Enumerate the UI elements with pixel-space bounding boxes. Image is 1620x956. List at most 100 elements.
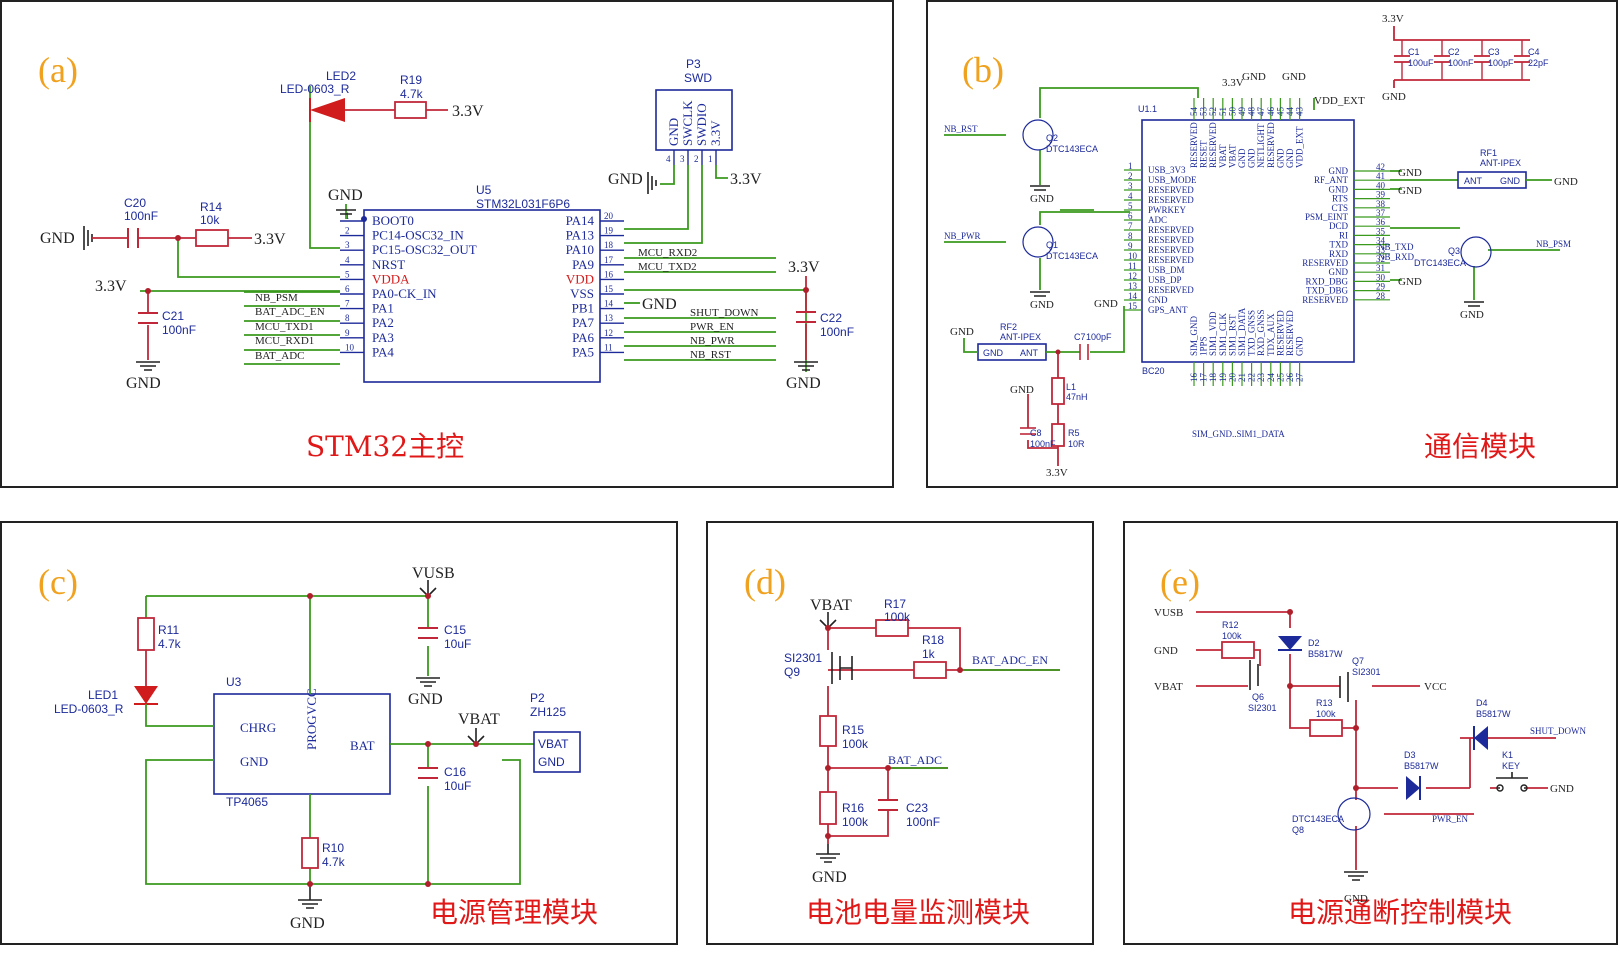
bc20-top-pin-num: 53 bbox=[1199, 107, 1209, 117]
rf2-ref: RF2 bbox=[1000, 322, 1017, 332]
p3-pin-name: SWCLK bbox=[680, 100, 695, 146]
sim-nets-label: SIM_GND..SIM1_DATA bbox=[1192, 429, 1285, 439]
bc20-left-pin-name: USB_3V3 bbox=[1148, 165, 1186, 175]
r19-resistor bbox=[394, 101, 427, 119]
q8-gnd-symbol bbox=[1344, 871, 1368, 881]
stm32-right-pin-num: 18 bbox=[604, 240, 614, 250]
d2-ref: D2 bbox=[1308, 638, 1320, 648]
bc20-top-pin-num: 43 bbox=[1295, 107, 1305, 117]
bc20-left-pin-num: 8 bbox=[1128, 231, 1133, 241]
bc20-top-pin-name: NETLIGHT bbox=[1256, 123, 1266, 168]
bc20-right-wires bbox=[1390, 170, 1458, 281]
bc20-bottom-pins: 16SIM_GND171PPS18SIM1_VDD19SIM1_CLK20SIM… bbox=[1189, 307, 1305, 386]
u3-pin-gnd: GND bbox=[240, 754, 268, 769]
k1-ref: K1 bbox=[1502, 750, 1513, 760]
r16-value: 100k bbox=[842, 815, 869, 829]
bc20-top-pin-name: GND bbox=[1237, 148, 1247, 168]
rf1-part: ANT-IPEX bbox=[1480, 158, 1521, 168]
d2-part: B5817W bbox=[1308, 649, 1343, 659]
stm32-left-pin-num: 6 bbox=[345, 284, 350, 294]
q6-part: SI2301 bbox=[1248, 703, 1277, 713]
rf1-pin-gnd: GND bbox=[1500, 176, 1521, 186]
tp4065-chip bbox=[213, 693, 391, 795]
stm32-right-pins: 20PA1419PA1318PA1017PA916VDD15VSS14PB113… bbox=[566, 211, 624, 359]
pin42-gnd-label: GND bbox=[1398, 167, 1422, 179]
led1-symbol bbox=[134, 686, 158, 704]
bc20-top-pin-name: GND bbox=[1275, 148, 1285, 168]
p3-gnd-symbol bbox=[647, 172, 657, 194]
stm32-left-pin-name: VDDA bbox=[372, 271, 410, 286]
c7-ref: C7 bbox=[1074, 332, 1086, 342]
bc20-left-pin-num: 2 bbox=[1128, 171, 1133, 181]
c-gnd-symbol bbox=[298, 884, 322, 909]
c8-value: 100nF bbox=[1030, 439, 1056, 449]
p3-pin-name: SWDIO bbox=[694, 103, 709, 146]
bc20-right-pin-name: RF_ANT bbox=[1314, 175, 1349, 185]
r13-value: 100k bbox=[1316, 709, 1336, 719]
bc20-left-pin-name: RESERVED bbox=[1148, 185, 1194, 195]
d3-ref: D3 bbox=[1404, 750, 1416, 760]
bc20-top-pin-name: RESET bbox=[1199, 140, 1209, 168]
nb-rxd-label: NB_RXD bbox=[1378, 252, 1415, 262]
panel-a-caption: STM32主控 bbox=[306, 430, 464, 463]
vdd-ext-label: VDD_EXT bbox=[1314, 95, 1365, 107]
bc20-bottom-pin-num: 17 bbox=[1199, 373, 1209, 383]
r17-value: 100k bbox=[884, 610, 911, 624]
q9-mosfet bbox=[831, 652, 853, 684]
p3-3v3-label: 3.3V bbox=[730, 171, 762, 188]
bc20-bottom-pin-name: GND bbox=[1295, 336, 1305, 356]
r12-resistor bbox=[1221, 641, 1255, 659]
r12-value: 100k bbox=[1222, 631, 1242, 641]
l1-r5-wires bbox=[1027, 352, 1059, 466]
r14-3v3-label: 3.3V bbox=[254, 231, 286, 248]
p3-gnd-label: GND bbox=[608, 171, 643, 188]
stm32-left-pin-num: 2 bbox=[345, 226, 350, 236]
bc20-left-pin-num: 15 bbox=[1128, 301, 1138, 311]
bc20-right-pin-num: 28 bbox=[1376, 291, 1386, 301]
net-mcu-rxd2: MCU_RXD2 bbox=[638, 247, 697, 259]
bc20-top-pin-num: 50 bbox=[1227, 107, 1237, 117]
stm32-right-pin-num: 11 bbox=[604, 342, 613, 352]
l1-ref: L1 bbox=[1066, 382, 1076, 392]
bc20-bottom-pin-num: 22 bbox=[1247, 373, 1257, 382]
c23-value: 100nF bbox=[906, 815, 940, 829]
bc20-top-pin-num: 52 bbox=[1208, 107, 1218, 116]
bc20-top-pin-num: 46 bbox=[1266, 107, 1276, 117]
k1-part: KEY bbox=[1502, 761, 1520, 771]
bc20-right-pin-num: 30 bbox=[1376, 272, 1386, 282]
r18-resistor bbox=[913, 661, 947, 679]
r17-resistor bbox=[875, 619, 909, 637]
bc20-right-pin-num: 31 bbox=[1376, 263, 1385, 273]
bc20-left-pin-name: RESERVED bbox=[1148, 195, 1194, 205]
stm32-right-pin-name: PA7 bbox=[572, 315, 594, 330]
c22-value: 100nF bbox=[820, 325, 854, 339]
q7-ref: Q7 bbox=[1352, 656, 1364, 666]
d4-part: B5817W bbox=[1476, 709, 1511, 719]
bc20-right-pin-name: RTS bbox=[1332, 194, 1348, 204]
boot0-gnd-symbol bbox=[336, 209, 356, 215]
q2-ref: Q2 bbox=[1046, 133, 1058, 143]
stm32-right-pin-num: 13 bbox=[604, 313, 614, 323]
q1-net: NB_PWR bbox=[944, 231, 981, 241]
net-nb-psm-a: NB_PSM bbox=[255, 292, 298, 304]
cap-value: 100nF bbox=[1448, 58, 1474, 68]
pin40-gnd-label: GND bbox=[1398, 185, 1422, 197]
stm32-left-pin-name: PA2 bbox=[372, 315, 394, 330]
pwr-en-label-e: PWR_EN bbox=[1432, 814, 1469, 824]
vss-gnd-label: GND bbox=[642, 296, 677, 313]
bc20-bottom-pin-num: 23 bbox=[1256, 373, 1266, 383]
l1-value: 47nH bbox=[1066, 392, 1088, 402]
bc20-left-pin-name: USB_DP bbox=[1148, 275, 1182, 285]
q3-ref: Q3 bbox=[1448, 246, 1460, 256]
net-mcu-txd2: MCU_TXD2 bbox=[638, 261, 697, 273]
bc20-right-pin-num: 37 bbox=[1376, 208, 1386, 218]
bc20-left-pin-num: 7 bbox=[1128, 221, 1133, 231]
r16-resistor bbox=[819, 791, 837, 825]
r10-value: 4.7k bbox=[322, 855, 346, 869]
p2-part: ZH125 bbox=[530, 705, 566, 719]
bc20-bottom-pin-num: 24 bbox=[1266, 373, 1276, 383]
bc20-left-pin-num: 1 bbox=[1128, 161, 1133, 171]
stm32-left-pin-name: BOOT0 bbox=[372, 213, 414, 228]
